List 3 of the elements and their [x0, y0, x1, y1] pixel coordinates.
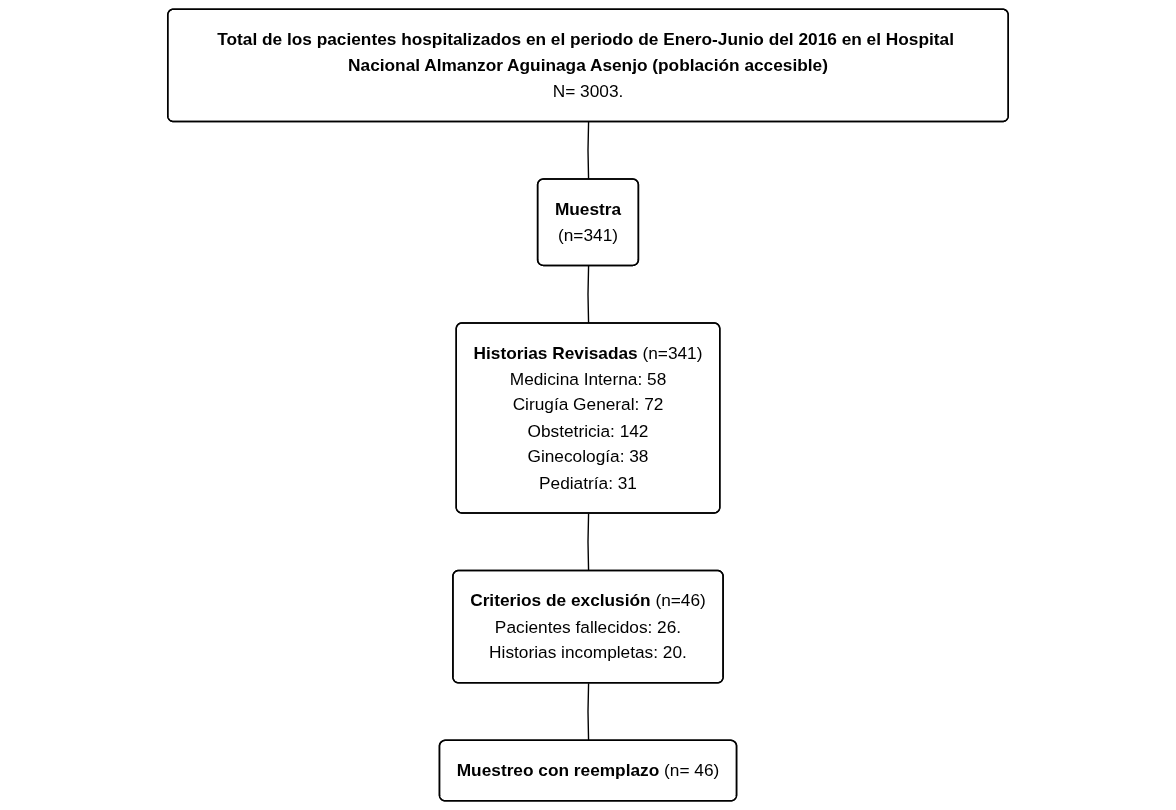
connector: [587, 512, 590, 572]
connector: [587, 682, 590, 742]
connector: [587, 121, 590, 181]
